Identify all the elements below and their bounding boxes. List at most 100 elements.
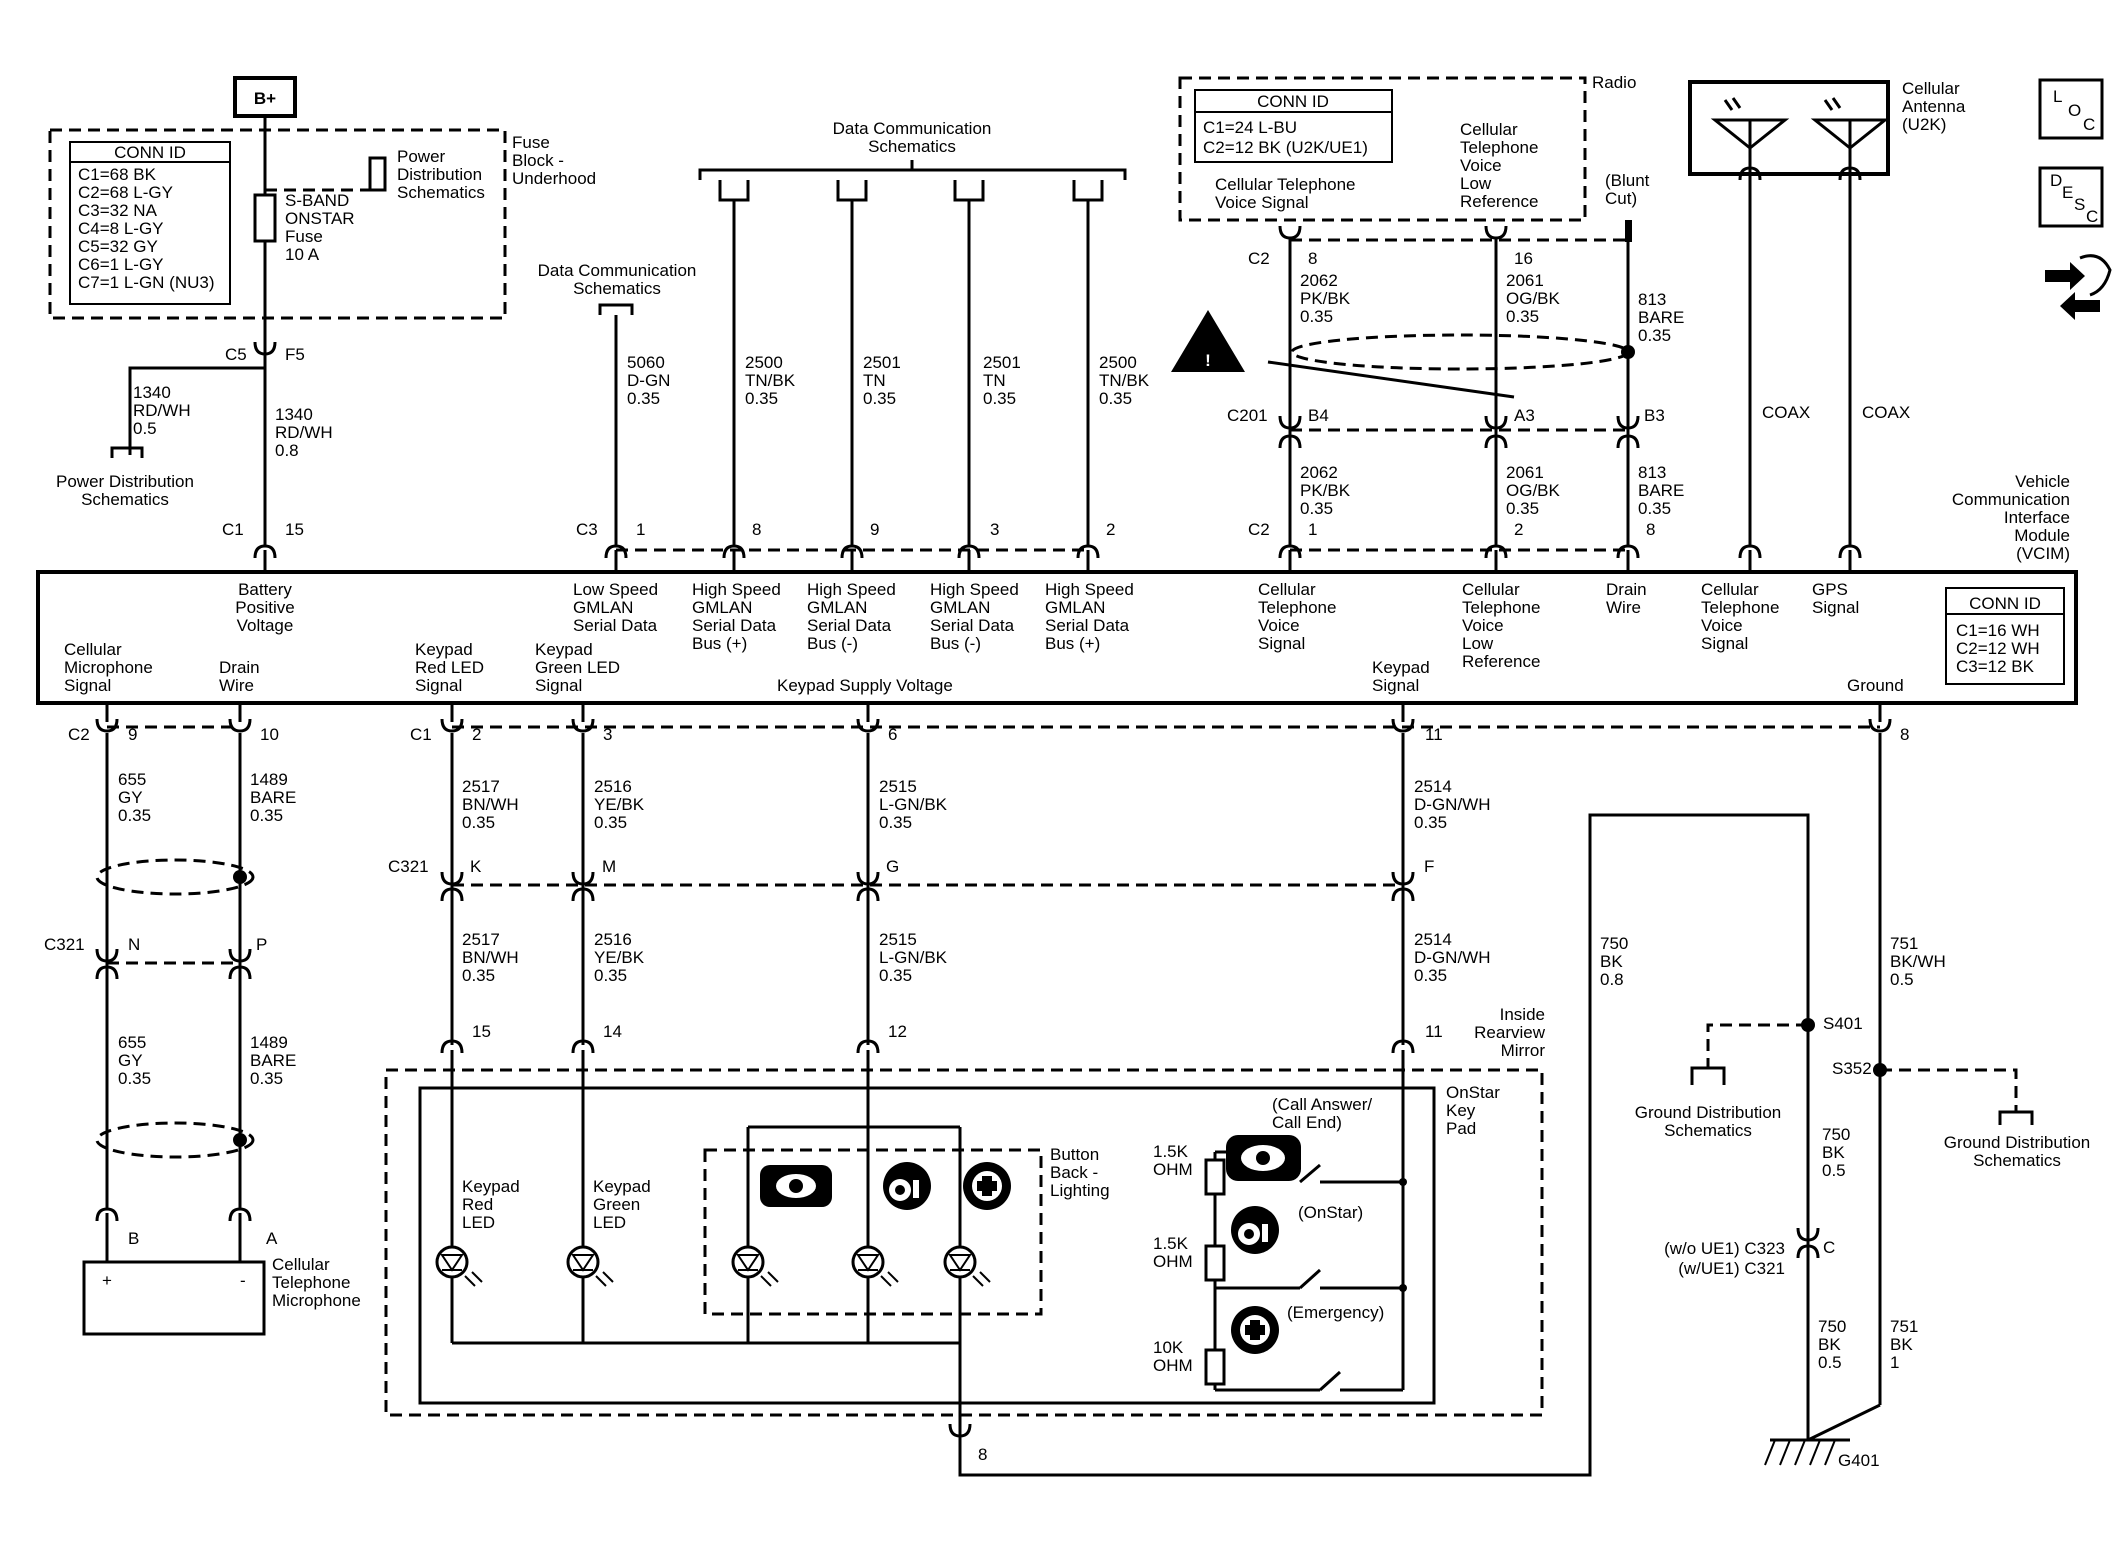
svg-text:1.5K: 1.5K [1153,1142,1189,1161]
svg-text:Reference: Reference [1462,652,1540,671]
drain-cross-wire [1267,360,1515,399]
svg-text:1340: 1340 [133,383,171,402]
svg-text:813: 813 [1638,290,1666,309]
data-comm-left-label[interactable]: Data Communication Schematics [538,261,697,298]
svg-text:BARE: BARE [250,1051,296,1070]
svg-text:1: 1 [1308,520,1317,539]
svg-text:Microphone: Microphone [64,658,153,677]
ground-section: 8 750 BK 0.8 751 BK/WH 0.5 S401 S352 Gro… [948,813,2090,1477]
svg-text:0.35: 0.35 [1300,499,1333,518]
shield-ellipse-top [1290,333,1630,371]
svg-text:Bus (+): Bus (+) [1045,634,1100,653]
svg-text:Cellular: Cellular [1701,580,1759,599]
desc-icon[interactable]: D E S C [2038,166,2104,228]
svg-text:Telephone: Telephone [1701,598,1779,617]
svg-text:0.5: 0.5 [1818,1353,1842,1372]
resistor-1 [1204,1158,1226,1196]
svg-text:2: 2 [1106,520,1115,539]
svg-text:Reference: Reference [1460,192,1538,211]
svg-text:2515: 2515 [879,930,917,949]
red-led-icon [435,1245,483,1287]
svg-text:Data Communication: Data Communication [538,261,697,280]
warning-icon: ! [1171,310,1245,372]
svg-text:Antenna: Antenna [1902,97,1966,116]
svg-text:Cellular: Cellular [1258,580,1316,599]
svg-text:C4=8 L-GY: C4=8 L-GY [78,219,164,238]
svg-text:BARE: BARE [1638,308,1684,327]
svg-text:F: F [1424,857,1434,876]
coax-label-2: COAX [1862,403,1910,422]
radio-conn-box [1194,89,1393,163]
svg-text:YE/BK: YE/BK [594,948,645,967]
microphone-box [82,1260,266,1336]
svg-text:0.35: 0.35 [1506,499,1539,518]
svg-text:Signal: Signal [64,676,111,695]
svg-text:Bus (-): Bus (-) [807,634,858,653]
svg-text:C5=32 GY: C5=32 GY [78,237,158,256]
svg-text:C321: C321 [388,857,429,876]
coax-label-1: COAX [1762,403,1810,422]
svg-text:L: L [2053,87,2062,106]
antenna-box [1688,80,1890,176]
svg-text:D-GN/WH: D-GN/WH [1414,948,1490,967]
svg-text:Cellular Telephone: Cellular Telephone [1215,175,1356,194]
svg-text:Ground Distribution: Ground Distribution [1635,1103,1781,1122]
data-comm-top-label[interactable]: Data Communication Schematics [833,119,992,156]
svg-text:G: G [886,857,899,876]
svg-text:Cellular: Cellular [1460,120,1518,139]
svg-text:0.35: 0.35 [118,806,151,825]
wire-2501-a [836,180,868,545]
svg-text:Lighting: Lighting [1050,1181,1110,1200]
svg-text:Cellular: Cellular [1462,580,1520,599]
blunt-cut-label: (Blunt Cut) [1605,171,1650,208]
svg-text:C2=68 L-GY: C2=68 L-GY [78,183,173,202]
svg-text:S: S [2074,195,2085,214]
power-distribution-bottom-ref[interactable]: Power Distribution Schematics [56,472,194,509]
svg-text:C: C [1823,1238,1835,1257]
svg-text:C321: C321 [44,935,85,954]
svg-text:Low: Low [1460,174,1492,193]
ground-dist-left-ref[interactable]: Ground Distribution Schematics [1635,1103,1781,1140]
svg-text:BN/WH: BN/WH [462,948,519,967]
svg-text:Drain: Drain [219,658,260,677]
svg-text:Serial Data: Serial Data [930,616,1015,635]
svg-text:O: O [2068,101,2081,120]
svg-text:0.35: 0.35 [1506,307,1539,326]
svg-text:0.35: 0.35 [462,813,495,832]
radio-voice-signal-label: Cellular Telephone Voice Signal [1215,175,1356,212]
svg-text:Cellular: Cellular [64,640,122,659]
svg-text:C6=1 L-GY: C6=1 L-GY [78,255,164,274]
svg-text:Signal: Signal [1372,676,1419,695]
power-distribution-ref[interactable]: Power Distribution Schematics [397,147,485,202]
call-key-icon [1226,1135,1301,1181]
shield-ellipse-mic-2 [95,1121,255,1159]
svg-text:Power Distribution: Power Distribution [56,472,194,491]
svg-text:8: 8 [1646,520,1655,539]
svg-text:0.35: 0.35 [983,389,1016,408]
keypad-assembly: OnStar Key Pad [384,1050,1544,1445]
svg-text:Schematics: Schematics [81,490,169,509]
svg-text:0.35: 0.35 [745,389,778,408]
svg-text:1489: 1489 [250,770,288,789]
connector-nav-icon[interactable] [2045,254,2112,320]
svg-text:Keypad: Keypad [415,640,473,659]
svg-text:2517: 2517 [462,777,500,796]
svg-text:GMLAN: GMLAN [807,598,867,617]
svg-text:Rearview: Rearview [1474,1023,1546,1042]
wire-1340-right-label: 1340 RD/WH 0.8 [275,405,333,460]
f5-label: F5 [285,345,305,364]
svg-text:Key: Key [1446,1101,1476,1120]
svg-text:10: 10 [260,725,279,744]
svg-text:A: A [266,1229,278,1248]
ground-dist-right-ref[interactable]: Ground Distribution Schematics [1944,1133,2090,1170]
microphone-section: C2 9 10 655 GY 0.35 1489 BARE 0.35 C321 … [44,703,361,1336]
svg-text:M: M [602,857,616,876]
svg-text:2517: 2517 [462,930,500,949]
svg-text:Positive: Positive [235,598,295,617]
loc-icon[interactable]: L O C [2038,78,2104,140]
svg-text:2062: 2062 [1300,271,1338,290]
svg-text:Green: Green [593,1195,640,1214]
svg-text:BARE: BARE [250,788,296,807]
svg-text:OG/BK: OG/BK [1506,481,1561,500]
svg-text:Keypad: Keypad [462,1177,520,1196]
